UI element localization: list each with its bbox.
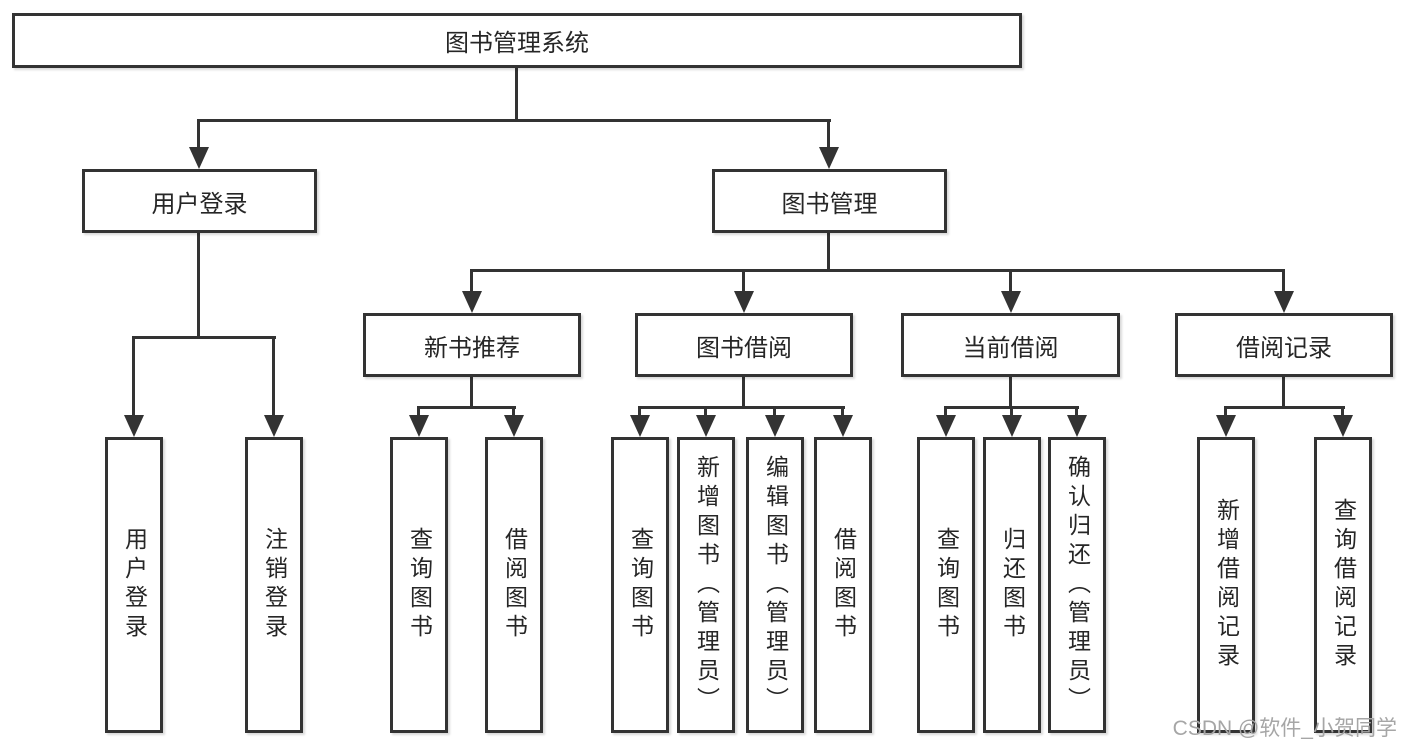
leaf-newbook-borrow-book: 借阅图书 bbox=[485, 437, 543, 733]
arrow-head bbox=[462, 291, 482, 313]
node-new-book-recommend: 新书推荐 bbox=[363, 313, 581, 377]
connector-line bbox=[1282, 269, 1285, 292]
connector-line bbox=[1009, 377, 1012, 408]
arrow-head bbox=[1002, 415, 1022, 437]
arrow-head bbox=[765, 415, 785, 437]
connector-line bbox=[470, 269, 473, 292]
arrow-head bbox=[264, 415, 284, 437]
arrow-head bbox=[409, 415, 429, 437]
arrow-head bbox=[504, 415, 524, 437]
connector-line bbox=[470, 377, 473, 408]
connector-line bbox=[197, 119, 831, 122]
leaf-borrow-query-book: 查询图书 bbox=[611, 437, 669, 733]
connector-line bbox=[638, 406, 845, 409]
arrow-head bbox=[734, 291, 754, 313]
connector-line bbox=[841, 406, 844, 416]
connector-line bbox=[197, 233, 200, 338]
node-book-borrow: 图书借阅 bbox=[635, 313, 853, 377]
leaf-current-confirm-return-admin: 确认归还（管理员） bbox=[1048, 437, 1106, 733]
leaf-current-return-book: 归还图书 bbox=[983, 437, 1041, 733]
connector-line bbox=[827, 119, 830, 148]
leaf-logout: 注销登录 bbox=[245, 437, 303, 733]
arrow-head bbox=[189, 147, 209, 169]
arrow-head bbox=[936, 415, 956, 437]
connector-line bbox=[773, 406, 776, 416]
arrow-head bbox=[1067, 415, 1087, 437]
connector-line bbox=[132, 336, 276, 339]
connector-line bbox=[1010, 406, 1013, 416]
connector-line bbox=[470, 269, 1284, 272]
connector-line bbox=[417, 406, 420, 416]
node-book-management: 图书管理 bbox=[712, 169, 947, 233]
leaf-record-query-record: 查询借阅记录 bbox=[1314, 437, 1372, 733]
arrow-head bbox=[630, 415, 650, 437]
connector-line bbox=[1009, 269, 1012, 292]
leaf-record-add-record: 新增借阅记录 bbox=[1197, 437, 1255, 733]
node-current-borrow: 当前借阅 bbox=[901, 313, 1120, 377]
arrow-head bbox=[819, 147, 839, 169]
connector-line bbox=[704, 406, 707, 416]
connector-line bbox=[417, 406, 516, 409]
watermark-text: CSDN @软件_小贺同学 bbox=[1172, 717, 1397, 740]
node-borrow-record: 借阅记录 bbox=[1175, 313, 1393, 377]
connector-line bbox=[1075, 406, 1078, 416]
connector-line bbox=[827, 233, 830, 271]
arrow-head bbox=[1333, 415, 1353, 437]
leaf-current-query-book: 查询图书 bbox=[917, 437, 975, 733]
connector-line bbox=[512, 406, 515, 416]
arrow-head bbox=[1001, 291, 1021, 313]
arrow-head bbox=[696, 415, 716, 437]
node-root: 图书管理系统 bbox=[12, 13, 1022, 68]
connector-line bbox=[197, 119, 200, 148]
node-user-login: 用户登录 bbox=[82, 169, 317, 233]
connector-line bbox=[272, 336, 275, 416]
connector-line bbox=[742, 377, 745, 408]
leaf-borrow-add-book-admin: 新增图书（管理员） bbox=[677, 437, 735, 733]
connector-line bbox=[1224, 406, 1345, 409]
connector-line bbox=[1341, 406, 1344, 416]
connector-line bbox=[638, 406, 641, 416]
connector-line bbox=[742, 269, 745, 292]
connector-line bbox=[132, 336, 135, 416]
arrow-head bbox=[1274, 291, 1294, 313]
leaf-user-login: 用户登录 bbox=[105, 437, 163, 733]
connector-line bbox=[1224, 406, 1227, 416]
connector-line bbox=[515, 68, 518, 121]
arrow-head bbox=[124, 415, 144, 437]
connector-line bbox=[1282, 377, 1285, 408]
connector-line bbox=[944, 406, 947, 416]
leaf-borrow-edit-book-admin: 编辑图书（管理员） bbox=[746, 437, 804, 733]
arrow-head bbox=[833, 415, 853, 437]
leaf-newbook-query-book: 查询图书 bbox=[390, 437, 448, 733]
leaf-borrow-borrow-book: 借阅图书 bbox=[814, 437, 872, 733]
arrow-head bbox=[1216, 415, 1236, 437]
